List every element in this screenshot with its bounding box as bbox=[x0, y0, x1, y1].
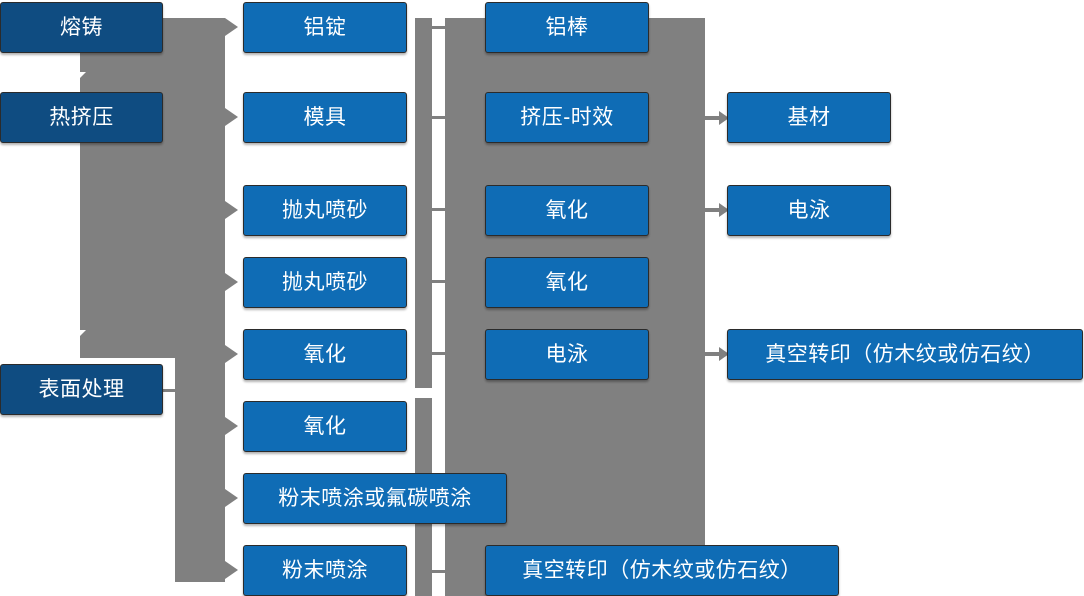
node-shot-blasting-1[interactable]: 抛丸喷砂 bbox=[243, 185, 407, 236]
node-label: 铝锭 bbox=[303, 16, 347, 39]
node-label: 抛丸喷砂 bbox=[282, 199, 368, 222]
node-label: 氧化 bbox=[303, 415, 347, 438]
node-aluminium-ingot[interactable]: 铝锭 bbox=[243, 2, 407, 53]
node-label: 熔铸 bbox=[60, 16, 103, 39]
node-vacuum-transfer-bottom[interactable]: 真空转印（仿木纹或仿石纹） bbox=[485, 545, 839, 596]
left-band-arrow-1 bbox=[225, 18, 238, 36]
node-label: 模具 bbox=[303, 106, 347, 129]
node-label: 电泳 bbox=[787, 199, 831, 222]
left-band-arrow-7 bbox=[225, 489, 238, 507]
middle-narrow-band-top bbox=[415, 18, 432, 388]
node-powder-or-fluorocarbon[interactable]: 粉末喷涂或氟碳喷涂 bbox=[243, 473, 507, 524]
node-vacuum-transfer-right[interactable]: 真空转印（仿木纹或仿石纹） bbox=[727, 329, 1083, 380]
left-connector-band-narrow bbox=[175, 340, 225, 582]
node-extrusion-aging[interactable]: 挤压-时效 bbox=[485, 92, 649, 143]
node-oxidation-3[interactable]: 氧化 bbox=[485, 185, 649, 236]
node-oxidation-1[interactable]: 氧化 bbox=[243, 329, 407, 380]
node-label: 粉末喷涂或氟碳喷涂 bbox=[278, 487, 472, 510]
left-band-arrow-4 bbox=[225, 273, 238, 291]
node-mould[interactable]: 模具 bbox=[243, 92, 407, 143]
node-label: 铝棒 bbox=[545, 16, 589, 39]
left-connector-band-wide bbox=[80, 18, 225, 358]
node-hot-extrusion[interactable]: 热挤压 bbox=[0, 92, 163, 143]
node-substrate[interactable]: 基材 bbox=[727, 92, 891, 143]
node-oxidation-2[interactable]: 氧化 bbox=[243, 401, 407, 452]
node-label: 氧化 bbox=[545, 199, 589, 222]
left-band-arrow-5 bbox=[225, 345, 238, 363]
left-band-arrow-6 bbox=[225, 417, 238, 435]
narrow-band-tick-3 bbox=[432, 208, 446, 211]
narrow-band-tick-6 bbox=[432, 570, 446, 573]
node-shot-blasting-2[interactable]: 抛丸喷砂 bbox=[243, 257, 407, 308]
narrow-band-tick-2 bbox=[432, 116, 446, 119]
output-arrow-electrophoresis bbox=[705, 203, 729, 217]
node-label: 氧化 bbox=[303, 343, 347, 366]
output-arrow-substrate bbox=[705, 111, 729, 125]
node-label: 真空转印（仿木纹或仿石纹） bbox=[522, 559, 802, 582]
node-surface-treatment[interactable]: 表面处理 bbox=[0, 364, 163, 415]
node-label: 粉末喷涂 bbox=[282, 559, 368, 582]
node-label: 抛丸喷砂 bbox=[282, 271, 368, 294]
node-label: 表面处理 bbox=[38, 378, 125, 401]
node-aluminium-bar[interactable]: 铝棒 bbox=[485, 2, 649, 53]
narrow-band-tick-4 bbox=[432, 280, 446, 283]
node-label: 热挤压 bbox=[49, 106, 114, 129]
node-label: 氧化 bbox=[545, 271, 589, 294]
surface-treatment-stub bbox=[163, 389, 183, 392]
narrow-band-tick-1 bbox=[432, 26, 446, 29]
node-label: 基材 bbox=[787, 106, 831, 129]
node-melt-cast[interactable]: 熔铸 bbox=[0, 2, 163, 53]
down-notch-arrow-icon-2 bbox=[64, 330, 86, 341]
left-band-arrow-8 bbox=[225, 561, 238, 579]
node-label: 电泳 bbox=[545, 343, 589, 366]
output-arrow-vacuum-transfer bbox=[705, 347, 729, 361]
left-band-arrow-3 bbox=[225, 201, 238, 219]
down-notch-arrow-icon bbox=[64, 72, 86, 83]
node-label: 真空转印（仿木纹或仿石纹） bbox=[765, 343, 1045, 366]
node-electrophoresis-1[interactable]: 电泳 bbox=[485, 329, 649, 380]
node-powder-coating[interactable]: 粉末喷涂 bbox=[243, 545, 407, 596]
narrow-band-tick-5 bbox=[432, 352, 446, 355]
node-electrophoresis-2[interactable]: 电泳 bbox=[727, 185, 891, 236]
left-band-arrow-2 bbox=[225, 108, 238, 126]
node-label: 挤压-时效 bbox=[520, 106, 614, 129]
node-oxidation-4[interactable]: 氧化 bbox=[485, 257, 649, 308]
